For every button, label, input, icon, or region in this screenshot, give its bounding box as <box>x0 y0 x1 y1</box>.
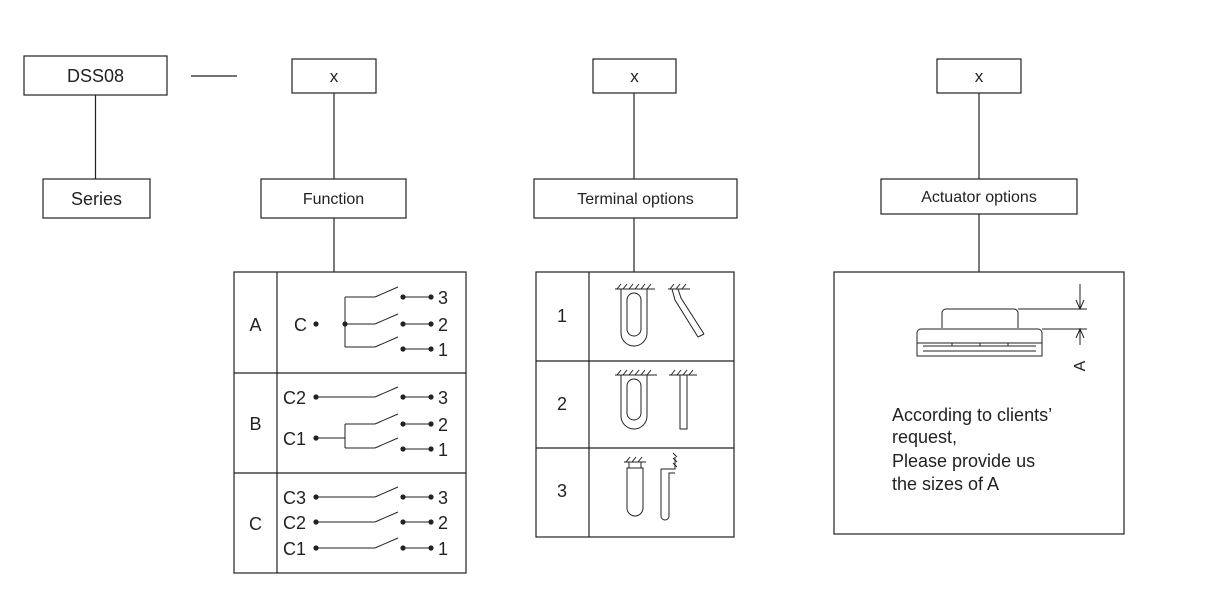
actuator-drawing <box>916 284 1087 357</box>
actuator-label-box <box>880 178 1078 215</box>
contact-number: 1 <box>438 539 448 559</box>
actuator-note-line: the sizes of A <box>892 474 999 494</box>
series-code-box <box>23 55 168 96</box>
actuator-note-line: Please provide us <box>892 451 1035 471</box>
contact-number: 3 <box>438 388 448 408</box>
actuator-placeholder-box <box>936 58 1022 94</box>
contact-number: 1 <box>438 440 448 460</box>
function-table: A C 3 2 1 B C2 C1 3 2 1 <box>233 271 467 574</box>
series-code: DSS08 <box>67 66 124 86</box>
function-common-label: C1 <box>283 539 306 559</box>
actuator-label: Actuator options <box>921 189 1037 206</box>
function-common-label: C3 <box>283 488 306 508</box>
contact-number: 3 <box>438 288 448 308</box>
contact-number: 1 <box>438 340 448 360</box>
terminal-placeholder: x <box>630 67 639 86</box>
actuator-panel: A According to clients’ request, Please … <box>833 271 1125 535</box>
terminal-row-code: 3 <box>557 481 567 501</box>
function-placeholder: x <box>330 67 339 86</box>
terminal-3-drawing <box>624 452 678 521</box>
actuator-note-line: According to clients’ <box>892 405 1052 425</box>
contact-number: 2 <box>438 513 448 533</box>
function-table-frame <box>233 271 467 574</box>
actuator-placeholder: x <box>975 67 984 86</box>
terminal-row-code: 2 <box>557 394 567 414</box>
terminal-row-code: 1 <box>557 306 567 326</box>
function-common-label: C <box>294 315 307 335</box>
function-row-code: C <box>249 514 262 534</box>
terminal-1-drawing <box>615 283 705 347</box>
contact-number: 2 <box>438 415 448 435</box>
function-row-code: A <box>249 315 261 335</box>
terminal-2-drawing <box>615 369 697 430</box>
terminal-label: Terminal options <box>577 191 694 208</box>
terminal-table-frame <box>535 271 735 538</box>
function-row-code: B <box>249 414 261 434</box>
function-common-label: C2 <box>283 388 306 408</box>
contact-number: 3 <box>438 488 448 508</box>
series-label: Series <box>71 189 122 209</box>
function-common-label: C2 <box>283 513 306 533</box>
function-label: Function <box>303 191 364 208</box>
terminal-dot <box>313 321 319 327</box>
terminal-table: 1 2 3 <box>535 271 735 538</box>
function-placeholder-box <box>291 58 377 94</box>
actuator-note-line: request, <box>892 427 957 447</box>
dimension-label: A <box>1072 360 1089 371</box>
actuator-panel-frame <box>833 271 1125 535</box>
terminal-label-box <box>533 178 738 219</box>
series-label-box <box>42 178 151 219</box>
function-common-label: C1 <box>283 429 306 449</box>
terminal-placeholder-box <box>592 58 677 94</box>
contact-number: 2 <box>438 315 448 335</box>
